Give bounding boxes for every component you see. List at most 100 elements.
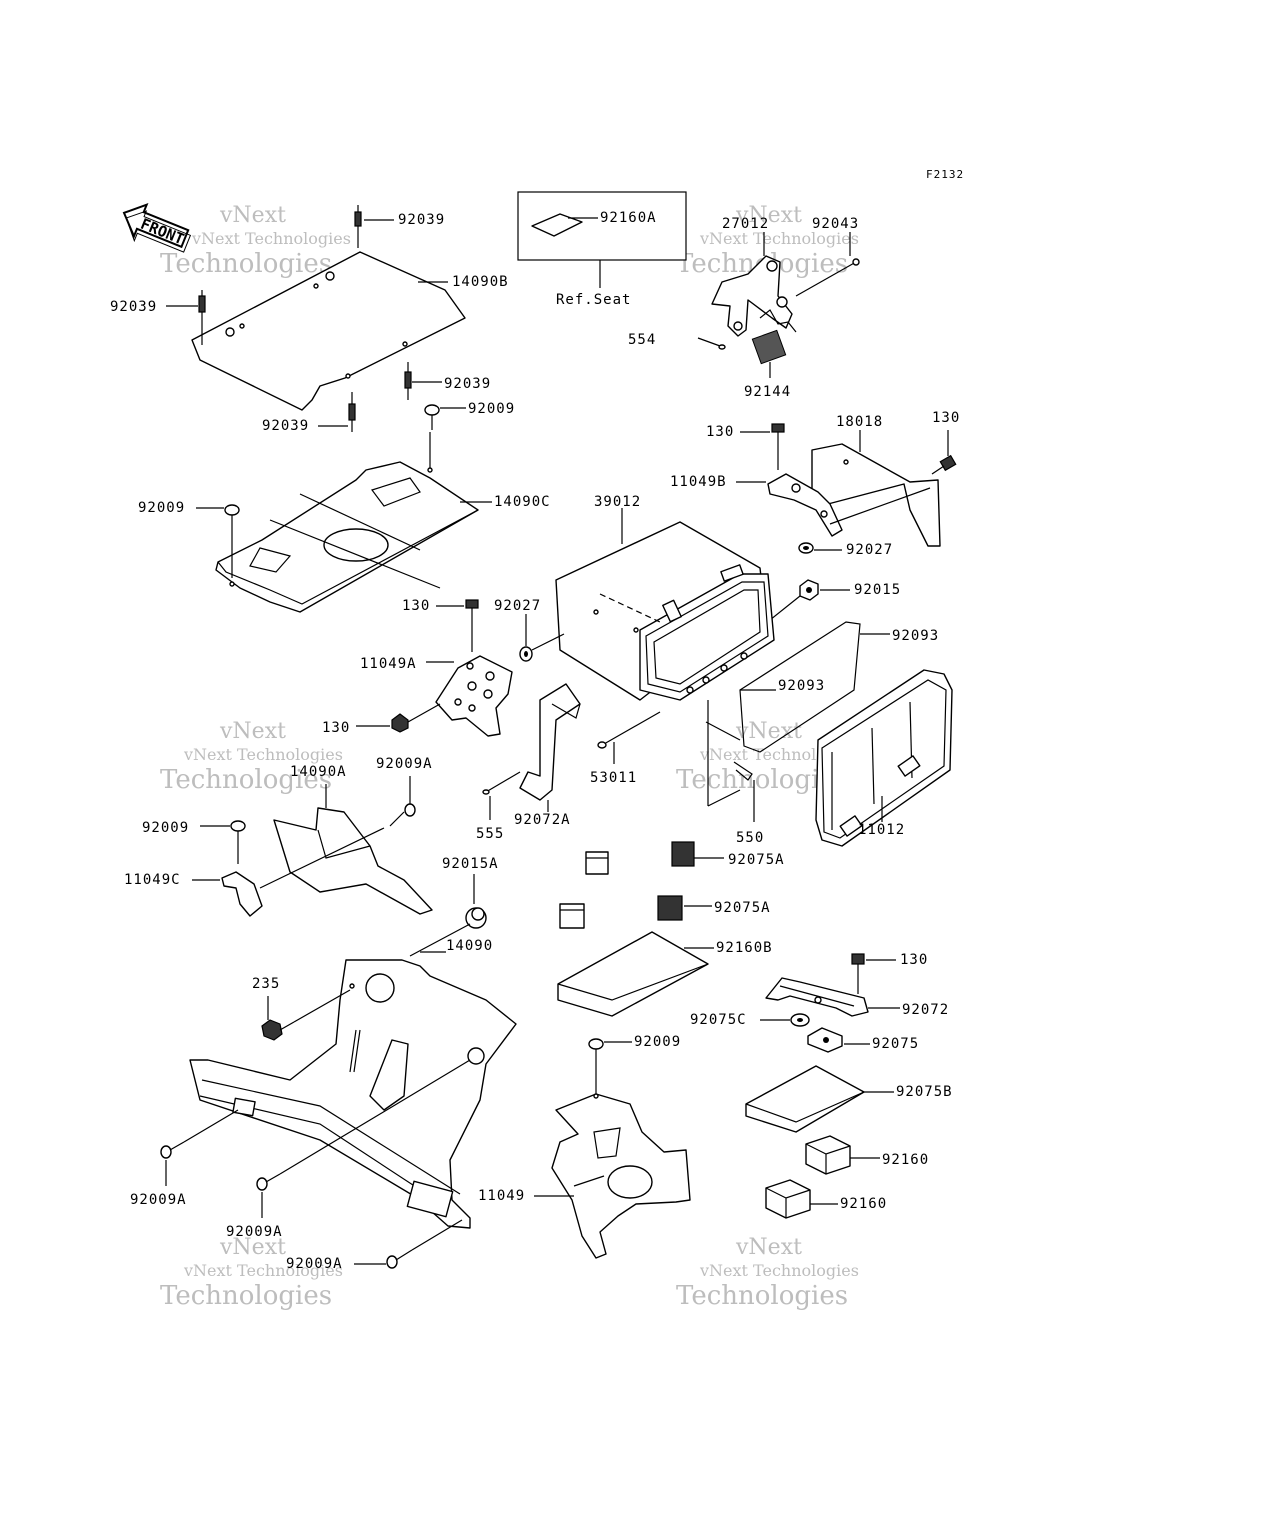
svg-text:vNext Technologies: vNext Technologies <box>183 745 343 764</box>
part-92075a-pads <box>559 841 695 929</box>
part-92160b <box>557 931 709 1017</box>
label-92039-a: 92039 <box>398 212 445 228</box>
svg-text:Technologies: Technologies <box>160 765 332 795</box>
label-92160-a: 92160 <box>882 1152 929 1168</box>
part-92009-screw-d <box>588 1038 604 1096</box>
label-11049a: 11049A <box>360 656 417 672</box>
part-92144-spring <box>751 309 797 378</box>
part-130-bolt-d <box>391 703 441 733</box>
part-92027-washer-b <box>519 646 533 662</box>
part-92072a <box>519 683 581 801</box>
label-92160a: 92160A <box>600 210 657 226</box>
label-92009a-top: 92009A <box>376 756 433 772</box>
label-92075: 92075 <box>872 1036 919 1052</box>
part-27012-latch <box>711 255 793 337</box>
label-11049: 11049 <box>478 1188 525 1204</box>
part-92093-gasket-outer <box>739 621 861 753</box>
label-27012: 27012 <box>722 216 769 232</box>
label-92075c: 92075C <box>690 1012 747 1028</box>
part-130-bolt-a <box>771 423 785 470</box>
label-554: 554 <box>628 332 656 348</box>
svg-text:Technologies: Technologies <box>160 1281 332 1311</box>
label-11012: 11012 <box>858 822 905 838</box>
label-92043: 92043 <box>812 216 859 232</box>
label-92075a-2: 92075A <box>714 900 771 916</box>
label-92160-b: 92160 <box>840 1196 887 1212</box>
svg-text:vNext: vNext <box>219 203 286 228</box>
label-130-c: 130 <box>402 598 430 614</box>
part-92075c-washer <box>790 1013 810 1027</box>
part-130-bolt-e <box>851 953 865 994</box>
part-130-bolt-b <box>931 454 957 475</box>
part-11049a <box>435 655 513 737</box>
label-53011: 53011 <box>590 770 637 786</box>
part-92075-pad <box>807 1027 843 1053</box>
part-550-clip <box>733 761 753 781</box>
part-92009a-screw-a <box>389 803 416 827</box>
label-92072a: 92072A <box>514 812 571 828</box>
label-92009a-b: 92009A <box>130 1192 187 1208</box>
label-92015a: 92015A <box>442 856 499 872</box>
part-92072 <box>765 977 869 1017</box>
label-92009-c: 92009 <box>142 820 189 836</box>
label-14090b: 14090B <box>452 274 509 290</box>
label-11049c: 11049C <box>124 872 181 888</box>
part-11012-lid <box>815 669 953 847</box>
label-92144: 92144 <box>744 384 791 400</box>
label-92027-b: 92027 <box>494 598 541 614</box>
part-554-pin <box>697 337 726 350</box>
label-550: 550 <box>736 830 764 846</box>
part-92009-screw-left <box>224 504 240 578</box>
label-92027-a: 92027 <box>846 542 893 558</box>
svg-text:vNext Technologies: vNext Technologies <box>699 229 859 248</box>
part-11049c <box>221 871 263 917</box>
part-14090-panel <box>189 959 517 1229</box>
label-92072: 92072 <box>902 1002 949 1018</box>
part-11049 <box>551 1093 691 1259</box>
label-11049b: 11049B <box>670 474 727 490</box>
svg-text:vNext Technologies: vNext Technologies <box>191 229 351 248</box>
label-92009-b: 92009 <box>138 500 185 516</box>
label-92075a-1: 92075A <box>728 852 785 868</box>
label-92009a-c: 92009A <box>226 1224 283 1240</box>
label-14090c: 14090C <box>494 494 551 510</box>
label-92093-a: 92093 <box>892 628 939 644</box>
part-92015a-collar <box>465 907 487 929</box>
watermark-bottom-left: vNext vNext Technologies Technologies <box>160 1235 343 1311</box>
label-14090: 14090 <box>446 938 493 954</box>
part-235-bolt <box>261 1019 295 1041</box>
ref-seat-label: Ref.Seat <box>556 292 631 308</box>
svg-text:vNext Technologies: vNext Technologies <box>183 1261 343 1280</box>
label-555: 555 <box>476 826 504 842</box>
label-92093-b: 92093 <box>778 678 825 694</box>
ref-seat-box: 92160A Ref.Seat <box>517 191 687 308</box>
label-92009-a: 92009 <box>468 401 515 417</box>
label-130-b: 130 <box>932 410 960 426</box>
svg-text:vNext: vNext <box>735 1235 802 1260</box>
label-92039-b: 92039 <box>110 299 157 315</box>
label-92160b: 92160B <box>716 940 773 956</box>
part-92075b <box>745 1065 865 1133</box>
svg-text:vNext Technologies: vNext Technologies <box>699 1261 859 1280</box>
svg-text:Technologies: Technologies <box>160 249 332 279</box>
part-11049b <box>767 473 843 537</box>
label-92039-c: 92039 <box>444 376 491 392</box>
part-92015-nut <box>799 579 819 601</box>
part-555-pin <box>482 771 521 795</box>
figure-code: F2132 <box>926 168 964 181</box>
part-92027-washer-a <box>798 542 814 554</box>
part-92009-screw-top <box>424 404 440 430</box>
label-92075b: 92075B <box>896 1084 953 1100</box>
part-53011-bolt <box>597 711 661 749</box>
label-92039-d: 92039 <box>262 418 309 434</box>
label-130-a: 130 <box>706 424 734 440</box>
part-14090b <box>191 251 466 411</box>
label-39012: 39012 <box>594 494 641 510</box>
label-18018: 18018 <box>836 414 883 430</box>
label-14090a: 14090A <box>290 764 347 780</box>
label-92015: 92015 <box>854 582 901 598</box>
watermark-top-left: vNext vNext Technologies Technologies <box>160 203 351 279</box>
part-92009-screw-c <box>230 820 246 864</box>
watermark-bottom-right: vNext vNext Technologies Technologies <box>676 1235 859 1311</box>
